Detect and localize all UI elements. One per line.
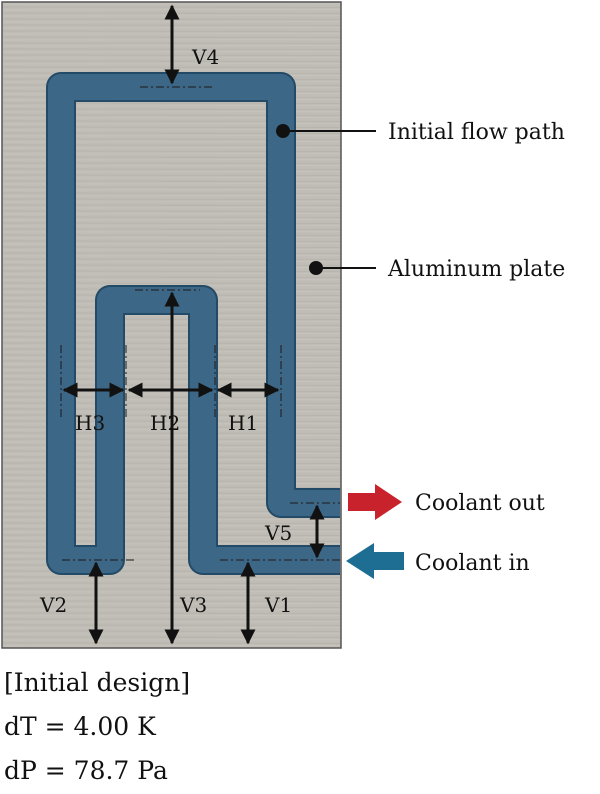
flow-path-label: Initial flow path	[388, 120, 565, 145]
v4-label: V4	[191, 45, 219, 69]
design-title: [Initial design]	[4, 668, 191, 697]
coolant-out-arrow	[348, 484, 402, 520]
v3-label: V3	[179, 593, 207, 617]
h2-label: H2	[150, 411, 180, 435]
dimension-arrows	[62, 4, 325, 645]
coolant-out-label: Coolant out	[415, 491, 545, 516]
dt-value: dT = 4.00 K	[4, 712, 156, 741]
coolant-in-arrow	[346, 543, 404, 579]
v5-label: V5	[264, 521, 292, 545]
coolant-in-label: Coolant in	[415, 551, 530, 576]
plate-label: Aluminum plate	[387, 257, 565, 282]
h3-label: H3	[75, 411, 105, 435]
flow-path-callout: Initial flow path	[276, 120, 565, 145]
v2-label: V2	[39, 593, 67, 617]
centerlines	[60, 86, 340, 561]
v1-label: V1	[264, 593, 292, 617]
h1-label: H1	[228, 411, 258, 435]
plate-callout: Aluminum plate	[309, 257, 565, 282]
dp-value: dP = 78.7 Pa	[4, 756, 168, 785]
